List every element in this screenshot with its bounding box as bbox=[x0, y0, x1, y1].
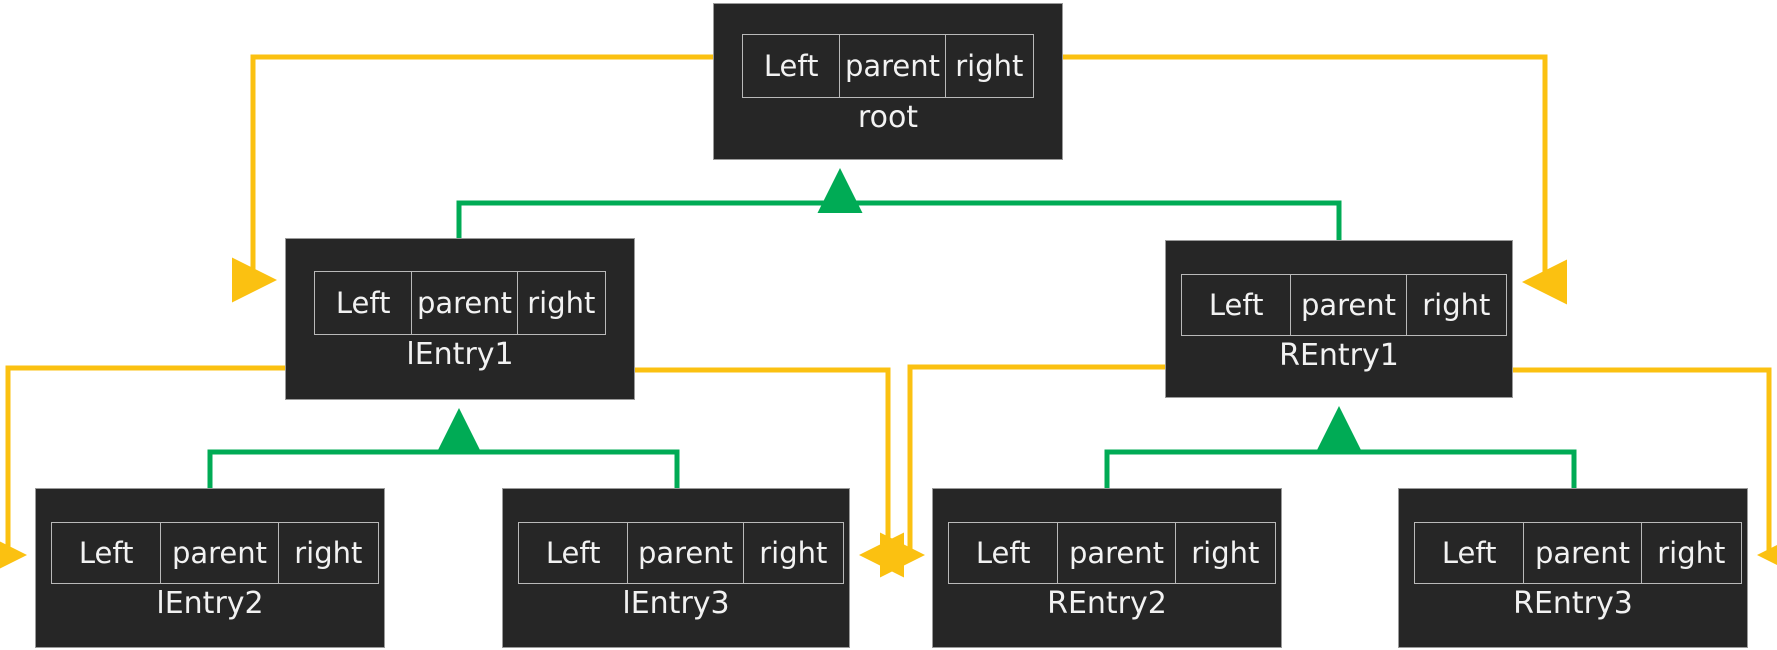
edge-lEntry2-parent-to-lEntry1 bbox=[207, 449, 459, 490]
node-REntry2[interactable]: Left parent right REntry2 bbox=[932, 488, 1282, 648]
node-lEntry3-label: lEntry3 bbox=[622, 586, 730, 621]
cell-lEntry3-right[interactable]: right bbox=[759, 535, 828, 570]
edge-lEntry3-parent-to-lEntry1 bbox=[459, 449, 680, 490]
edge-lEntry1-parent-to-root bbox=[456, 200, 840, 240]
cell-REntry2-left[interactable]: Left bbox=[949, 523, 1059, 583]
edge-REntry2-parent-to-REntry1 bbox=[1104, 449, 1339, 490]
node-lEntry3-cells: Left parent right bbox=[518, 522, 844, 584]
cell-REntry1-left[interactable]: Left bbox=[1182, 275, 1292, 335]
edge-REntry3-parent-to-REntry1 bbox=[1339, 449, 1577, 490]
node-root[interactable]: Left parent right root bbox=[713, 3, 1063, 160]
edge-root-left-to-lEntry1 bbox=[232, 54, 713, 303]
cell-REntry1-parent[interactable]: parent bbox=[1291, 275, 1407, 335]
node-lEntry2-cells: Left parent right bbox=[51, 522, 379, 584]
cell-lEntry3-left[interactable]: Left bbox=[519, 523, 629, 583]
node-lEntry3[interactable]: Left parent right lEntry3 bbox=[502, 488, 850, 648]
node-root-cells: Left parent right bbox=[742, 34, 1034, 98]
cell-REntry3-left[interactable]: Left bbox=[1415, 523, 1525, 583]
cell-lEntry2-parent[interactable]: parent bbox=[161, 523, 279, 583]
edge-root-right-to-REntry1 bbox=[1063, 54, 1567, 305]
node-lEntry1-label: lEntry1 bbox=[406, 337, 514, 372]
cell-REntry1-right[interactable]: right bbox=[1422, 287, 1491, 322]
node-REntry3-label: REntry3 bbox=[1513, 586, 1633, 621]
cell-root-parent[interactable]: parent bbox=[840, 35, 946, 97]
node-REntry3-cells: Left parent right bbox=[1414, 522, 1742, 584]
node-lEntry2[interactable]: Left parent right lEntry2 bbox=[35, 488, 385, 648]
node-lEntry1-cells: Left parent right bbox=[314, 271, 606, 335]
node-REntry1[interactable]: Left parent right REntry1 bbox=[1165, 240, 1513, 398]
cell-lEntry3-parent[interactable]: parent bbox=[628, 523, 744, 583]
cell-lEntry1-parent[interactable]: parent bbox=[412, 272, 518, 334]
node-REntry1-label: REntry1 bbox=[1279, 338, 1399, 373]
cell-root-left[interactable]: Left bbox=[743, 35, 841, 97]
cell-REntry2-parent[interactable]: parent bbox=[1058, 523, 1176, 583]
node-REntry3[interactable]: Left parent right REntry3 bbox=[1398, 488, 1748, 648]
node-REntry2-label: REntry2 bbox=[1047, 586, 1167, 621]
cell-root-right[interactable]: right bbox=[955, 48, 1024, 83]
node-root-label: root bbox=[857, 100, 919, 135]
edge-REntry1-parent-to-root bbox=[840, 200, 1342, 242]
cell-REntry3-parent[interactable]: parent bbox=[1524, 523, 1642, 583]
node-lEntry1[interactable]: Left parent right lEntry1 bbox=[285, 238, 635, 400]
cell-REntry2-right[interactable]: right bbox=[1191, 535, 1260, 570]
cell-lEntry1-right[interactable]: right bbox=[527, 285, 596, 320]
node-lEntry2-label: lEntry2 bbox=[156, 586, 264, 621]
node-REntry2-cells: Left parent right bbox=[948, 522, 1276, 584]
cell-REntry3-right[interactable]: right bbox=[1657, 535, 1726, 570]
cell-lEntry1-left[interactable]: Left bbox=[315, 272, 413, 334]
cell-lEntry2-left[interactable]: Left bbox=[52, 523, 162, 583]
node-REntry1-cells: Left parent right bbox=[1181, 274, 1507, 336]
cell-lEntry2-right[interactable]: right bbox=[294, 535, 363, 570]
